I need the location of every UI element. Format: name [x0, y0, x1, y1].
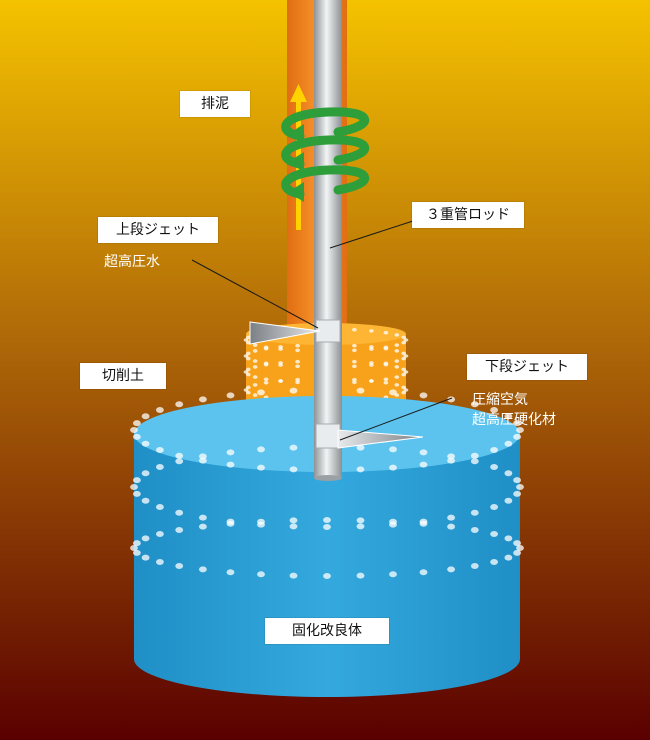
lower-jet-fluid-2-label: 超高圧硬化材 [472, 412, 556, 428]
rotation-arrow-3 [281, 165, 370, 202]
cut-soil-label: 切削土 [80, 363, 166, 389]
discharge-label: 排泥 [180, 91, 250, 117]
lower-jet-stream [337, 429, 424, 449]
lower-jet-fluid-1-label: 圧縮空気 [472, 392, 528, 408]
rotation-arrow-1 [281, 107, 370, 144]
triple-rod [314, 0, 342, 481]
rotation-arrows [281, 107, 370, 202]
improved-body-label: 固化改良体 [265, 618, 389, 644]
upper-jet-label: 上段ジェット [98, 217, 218, 243]
upper-jet-fluid-label: 超高圧水 [104, 254, 160, 270]
lower-jet-label: 下段ジェット [467, 354, 587, 380]
particle-ring-top [130, 387, 524, 473]
leader-lines [191, 219, 453, 441]
upper-jet-stream [249, 321, 321, 345]
particle-ring-middle [130, 444, 524, 530]
rotation-arrow-2 [281, 135, 370, 172]
particle-ring-bottom [130, 517, 524, 579]
triple-rod-label: ３重管ロッド [412, 202, 524, 228]
